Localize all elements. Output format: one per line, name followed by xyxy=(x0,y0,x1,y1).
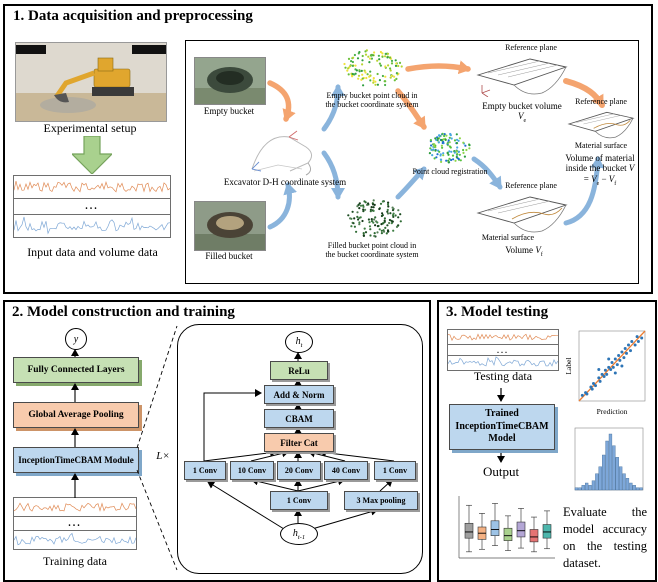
maxpool-box: 3 Max pooling xyxy=(344,491,418,510)
ht-node: ht xyxy=(285,331,313,353)
down-arrow-icon xyxy=(72,136,112,174)
reference-plane-label-2: Reference plane xyxy=(505,181,557,190)
inception-module-box: InceptionTimeCBAM Module xyxy=(13,447,139,473)
cbam-box: CBAM xyxy=(264,409,334,428)
filled-cloud xyxy=(342,197,404,239)
orange-signal xyxy=(448,330,558,344)
svg-text:Prediction: Prediction xyxy=(597,407,628,416)
input-signal-stack: ... xyxy=(13,175,171,238)
empty-cloud xyxy=(342,47,404,89)
y-output-node: y xyxy=(65,328,87,350)
flow-arrows xyxy=(267,60,605,230)
loop-count-label: L× xyxy=(156,450,170,462)
process-box: Empty bucket Excavator D-H coordinate sy… xyxy=(185,40,639,284)
final-volume-figure xyxy=(566,107,636,141)
empty-cloud-caption: Empty bucket point cloud in the bucket c… xyxy=(325,91,419,110)
panel2-title: 2. Model construction and training xyxy=(12,304,235,320)
conv-box-1: 1 Conv xyxy=(184,461,226,480)
blue-signal xyxy=(14,531,136,549)
signal-row-blue xyxy=(13,214,171,238)
panel-model-testing: 3. Model testing ... Testing data Predic… xyxy=(437,300,657,582)
panel-model-construction: 2. Model construction and training y Ful… xyxy=(3,300,431,582)
experimental-photo xyxy=(15,42,167,122)
scatter-plot: Prediction Label xyxy=(565,326,649,416)
orange-signal xyxy=(14,498,136,516)
filtercat-box: Filter Cat xyxy=(264,433,334,452)
conv-box-10: 10 Conv xyxy=(230,461,274,480)
relu-box: ReLu xyxy=(270,361,328,380)
filled-volume-figure xyxy=(474,191,570,235)
conv-box-20: 20 Conv xyxy=(277,461,321,480)
excavator-photo-graphic xyxy=(16,43,166,121)
reference-plane-label-1: Reference plane xyxy=(505,43,557,52)
output-label: Output xyxy=(482,464,520,479)
signal-row-blue xyxy=(13,530,137,550)
conv-box-1b: 1 Conv xyxy=(374,461,416,480)
dots-row: ... xyxy=(13,516,137,531)
signal-row-orange xyxy=(447,329,559,345)
material-surface-label-2: Material surface xyxy=(481,233,535,242)
filled-cloud-caption: Filled bucket point cloud in the bucket … xyxy=(325,241,419,260)
evaluate-text: Evaluate the model accuracy on the testi… xyxy=(563,505,647,570)
filled-bucket-photo xyxy=(194,201,266,251)
reference-plane-label-3: Reference plane xyxy=(575,97,627,106)
dh-sketch xyxy=(244,121,329,177)
dots-label: ... xyxy=(497,345,509,355)
dh-caption: Excavator D-H coordinate system xyxy=(223,177,347,187)
experimental-setup-caption: Experimental setup xyxy=(43,121,137,135)
testing-signal-stack: ... xyxy=(447,329,559,371)
empty-bucket-photo xyxy=(194,57,266,105)
signal-row-blue xyxy=(447,355,559,371)
blue-signal xyxy=(14,215,170,237)
panel1-title: 1. Data acquisition and preprocessing xyxy=(13,8,253,24)
training-signal-stack: ... xyxy=(13,497,137,550)
ht1-node: ht-1 xyxy=(280,523,318,545)
filled-volume-caption: Volume Vf xyxy=(505,245,543,258)
blue-signal xyxy=(448,356,558,370)
histogram-plot xyxy=(565,422,649,500)
empty-volume-figure xyxy=(474,53,570,97)
module-detail-box: ht ReLu Add & Norm CBAM Filter Cat 1 Con… xyxy=(177,324,423,574)
filled-bucket-caption: Filled bucket xyxy=(205,251,253,261)
addnorm-box: Add & Norm xyxy=(264,385,334,404)
dots-label: ... xyxy=(85,201,99,212)
trained-model-box: Trained InceptionTimeCBAM Model xyxy=(449,404,555,450)
gap-layer-box: Global Average Pooling xyxy=(13,402,139,428)
registration-caption: Point cloud registration xyxy=(412,167,488,176)
signal-row-orange xyxy=(13,175,171,199)
registration-cloud xyxy=(426,131,472,165)
panel3-title: 3. Model testing xyxy=(446,304,549,320)
empty-volume-caption: Empty bucket volume Ve xyxy=(482,101,562,125)
input-data-caption: Input data and volume data xyxy=(27,245,158,259)
panel-data-acquisition: 1. Data acquisition and preprocessing Ex… xyxy=(3,4,653,294)
dots-label: ... xyxy=(68,518,82,529)
conv-box-40: 40 Conv xyxy=(324,461,368,480)
boxplot-chart xyxy=(445,490,557,570)
fc-layer-box: Fully Connected Layers xyxy=(13,357,139,383)
conv-bottom-box: 1 Conv xyxy=(270,491,328,510)
empty-bucket-caption: Empty bucket xyxy=(203,106,255,116)
orange-signal xyxy=(14,176,170,198)
final-volume-caption: Volume of material inside the bucket V =… xyxy=(565,153,635,187)
training-data-caption: Training data xyxy=(43,554,107,568)
dots-row: ... xyxy=(13,198,171,215)
material-surface-label-3: Material surface xyxy=(574,141,628,150)
signal-row-orange xyxy=(13,497,137,517)
svg-text:Label: Label xyxy=(565,357,573,374)
testing-data-caption: Testing data xyxy=(473,369,533,383)
